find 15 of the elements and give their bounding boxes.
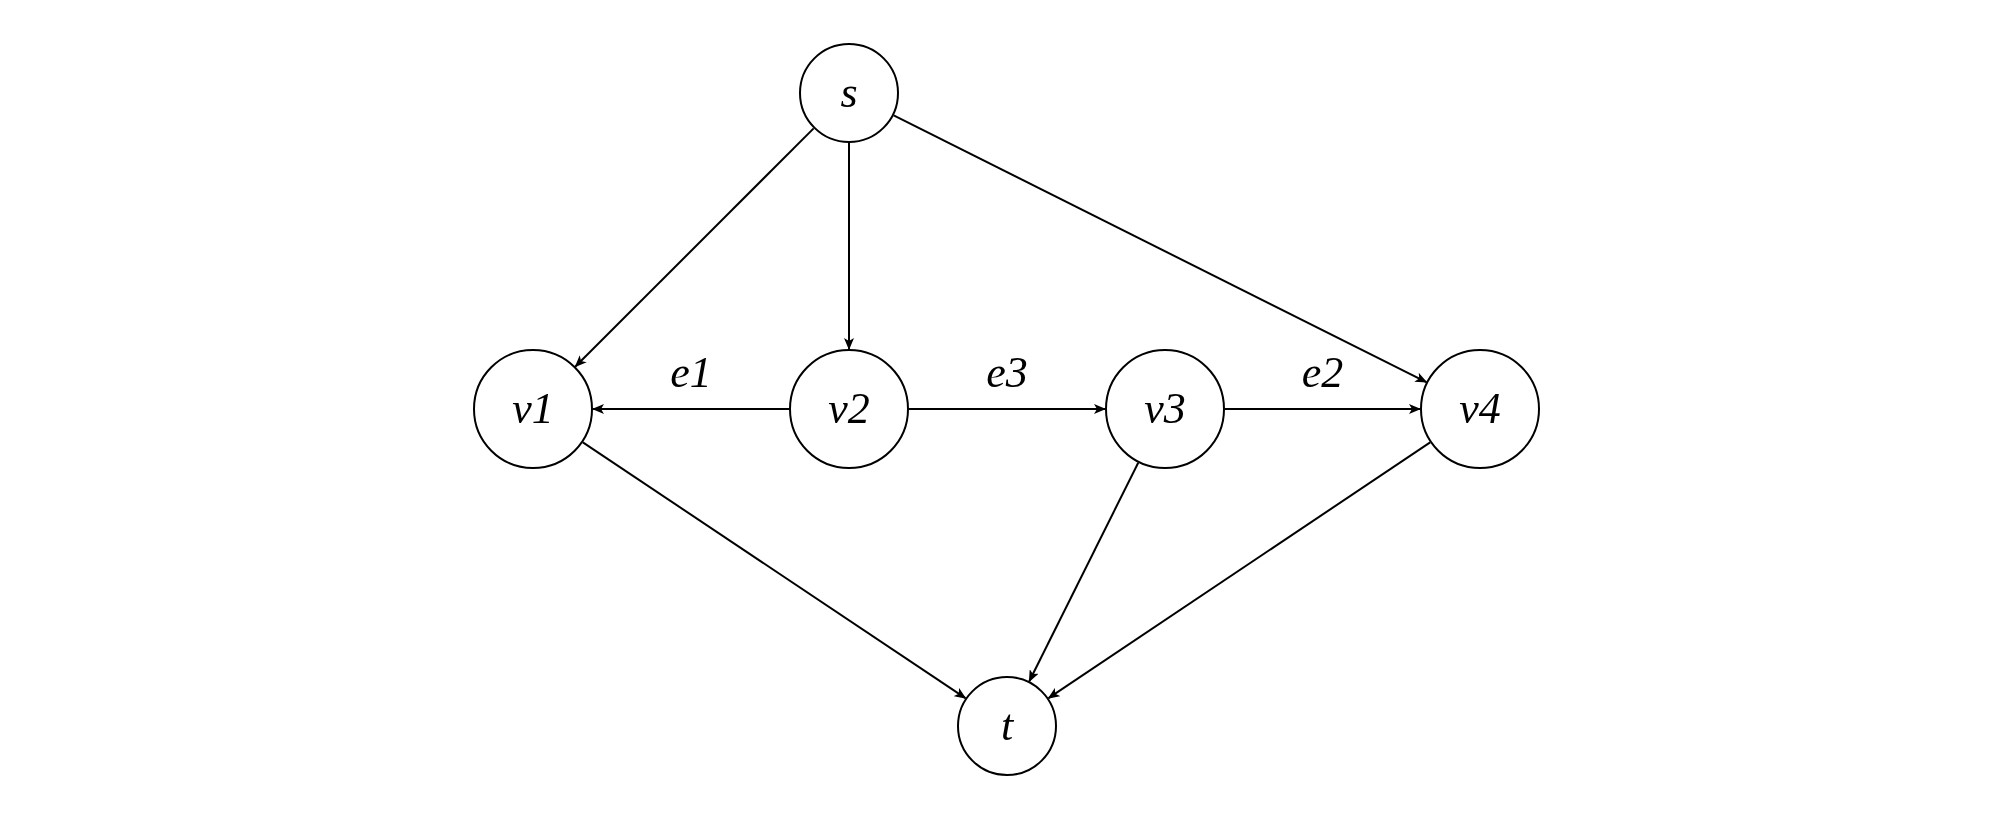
arrow bbox=[1047, 441, 1432, 700]
arrow bbox=[1224, 404, 1421, 414]
node-label: s bbox=[840, 71, 858, 115]
arrow bbox=[908, 404, 1106, 414]
node-label: v4 bbox=[1459, 387, 1501, 431]
node-label: v2 bbox=[828, 387, 870, 431]
node-label: v3 bbox=[1144, 387, 1186, 431]
arrow bbox=[581, 441, 967, 700]
arrow bbox=[844, 142, 854, 350]
arrow bbox=[1028, 461, 1140, 683]
arrow bbox=[574, 127, 815, 368]
node-label: t bbox=[1000, 704, 1014, 748]
arrow bbox=[892, 114, 1428, 384]
node-label: v1 bbox=[512, 387, 554, 431]
arrow bbox=[592, 404, 790, 414]
